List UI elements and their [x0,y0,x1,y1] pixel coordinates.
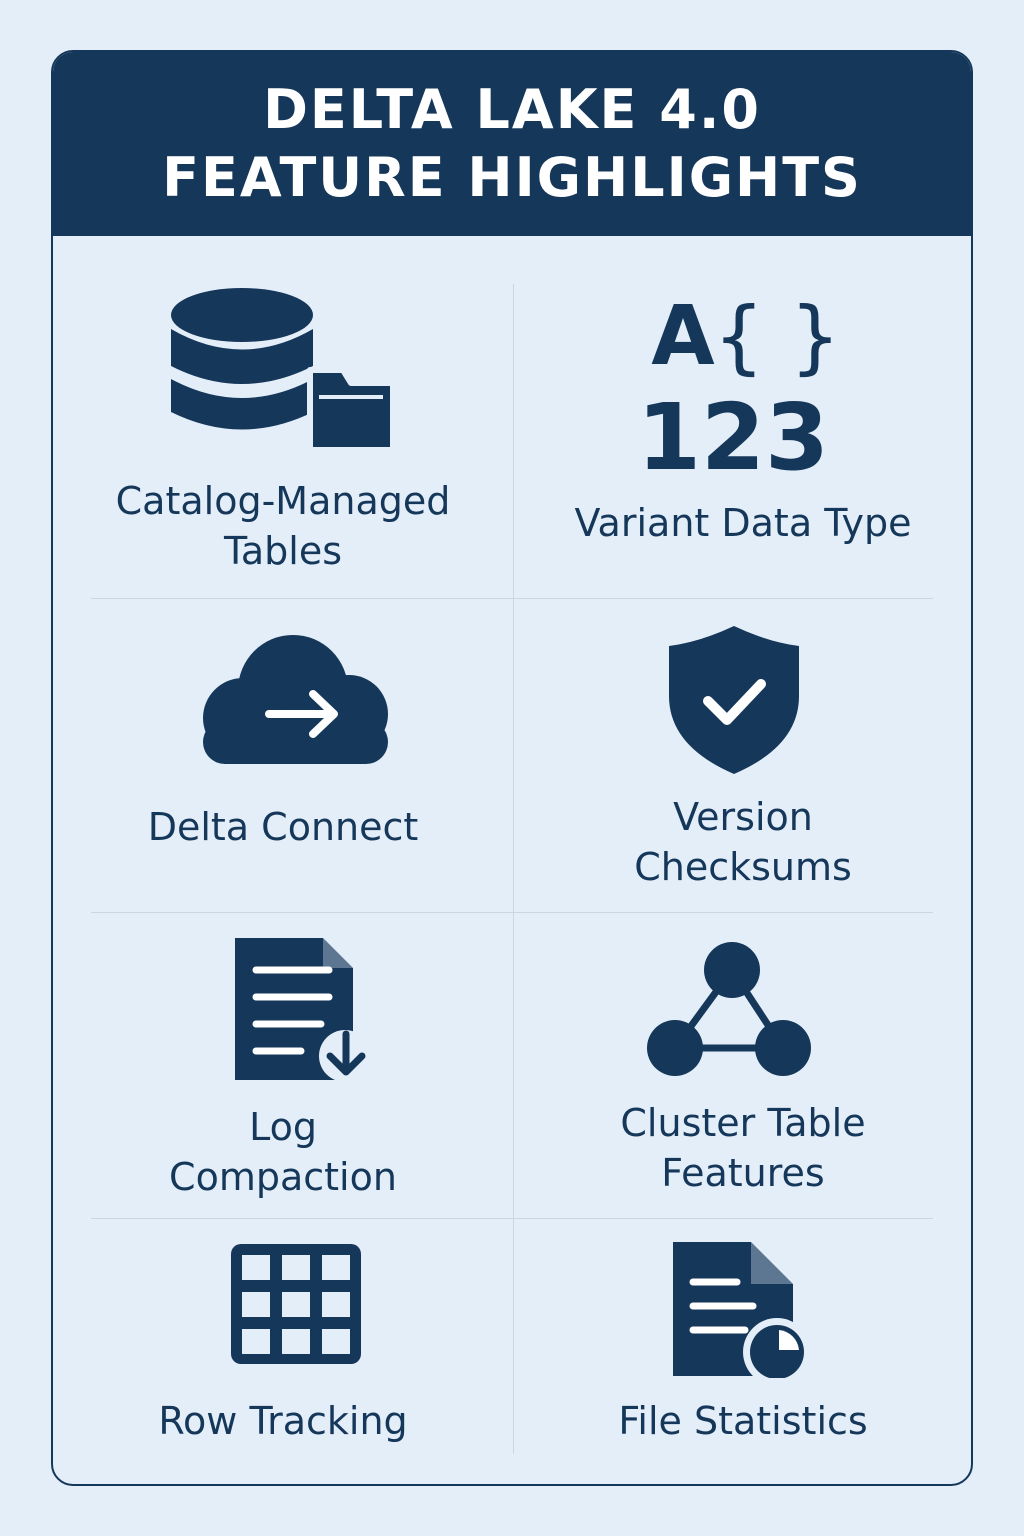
feature-card: DELTA LAKE 4.0 FEATURE HIGHLIGHTS Catalo… [51,50,973,1486]
column-divider [513,284,514,1454]
label-line: Features [661,1151,825,1195]
row-divider-3 [91,1218,933,1219]
feature-label: File Statistics [513,1396,971,1446]
feature-log-compaction: Log Compaction [53,912,513,1218]
variant-glyph-letter: A [651,289,715,384]
cluster-nodes-icon [647,942,811,1076]
feature-label: Version Checksums [513,792,971,892]
label-line: Row Tracking [158,1399,408,1443]
feature-catalog-managed-tables: Catalog-Managed Tables [53,284,513,598]
feature-variant-data-type: A { } 123 Variant Data Type [513,284,971,598]
database-folder-icon [171,288,396,453]
variant-type-icon: A { } 123 [637,289,841,484]
variant-glyph-digits: 123 [637,384,829,484]
row-divider-1 [91,598,933,599]
cloud-arrow-icon [203,635,388,764]
title-line-2: FEATURE HIGHLIGHTS [162,146,862,209]
document-chart-icon [673,1242,811,1378]
feature-label: Log Compaction [53,1102,513,1202]
feature-row-tracking: Row Tracking [53,1218,513,1454]
label-line: Catalog-Managed [115,479,451,523]
shield-check-icon [669,626,799,774]
feature-version-checksums: Version Checksums [513,598,971,912]
label-line: Tables [223,529,343,573]
feature-cluster-table-features: Cluster Table Features [513,912,971,1218]
feature-label: Variant Data Type [513,498,971,548]
label-line: Log [249,1105,317,1149]
feature-label: Delta Connect [53,802,513,852]
label-line: Version [673,795,813,839]
card-header: DELTA LAKE 4.0 FEATURE HIGHLIGHTS [53,52,971,236]
title-line-1: DELTA LAKE 4.0 [263,78,761,141]
feature-label: Cluster Table Features [513,1098,971,1198]
feature-label: Row Tracking [53,1396,513,1446]
label-line: Compaction [169,1155,397,1199]
label-line: Cluster Table [620,1101,866,1145]
feature-label: Catalog-Managed Tables [53,476,513,576]
grid-table-icon [231,1244,361,1364]
label-line: Checksums [634,845,852,889]
variant-glyph-braces: { } [713,290,840,383]
feature-delta-connect: Delta Connect [53,598,513,912]
label-line: File Statistics [618,1399,868,1443]
row-divider-2 [91,912,933,913]
feature-file-statistics: File Statistics [513,1218,971,1454]
label-line: Delta Connect [147,805,419,849]
label-line: Variant Data Type [574,501,912,545]
document-download-icon [235,938,371,1082]
